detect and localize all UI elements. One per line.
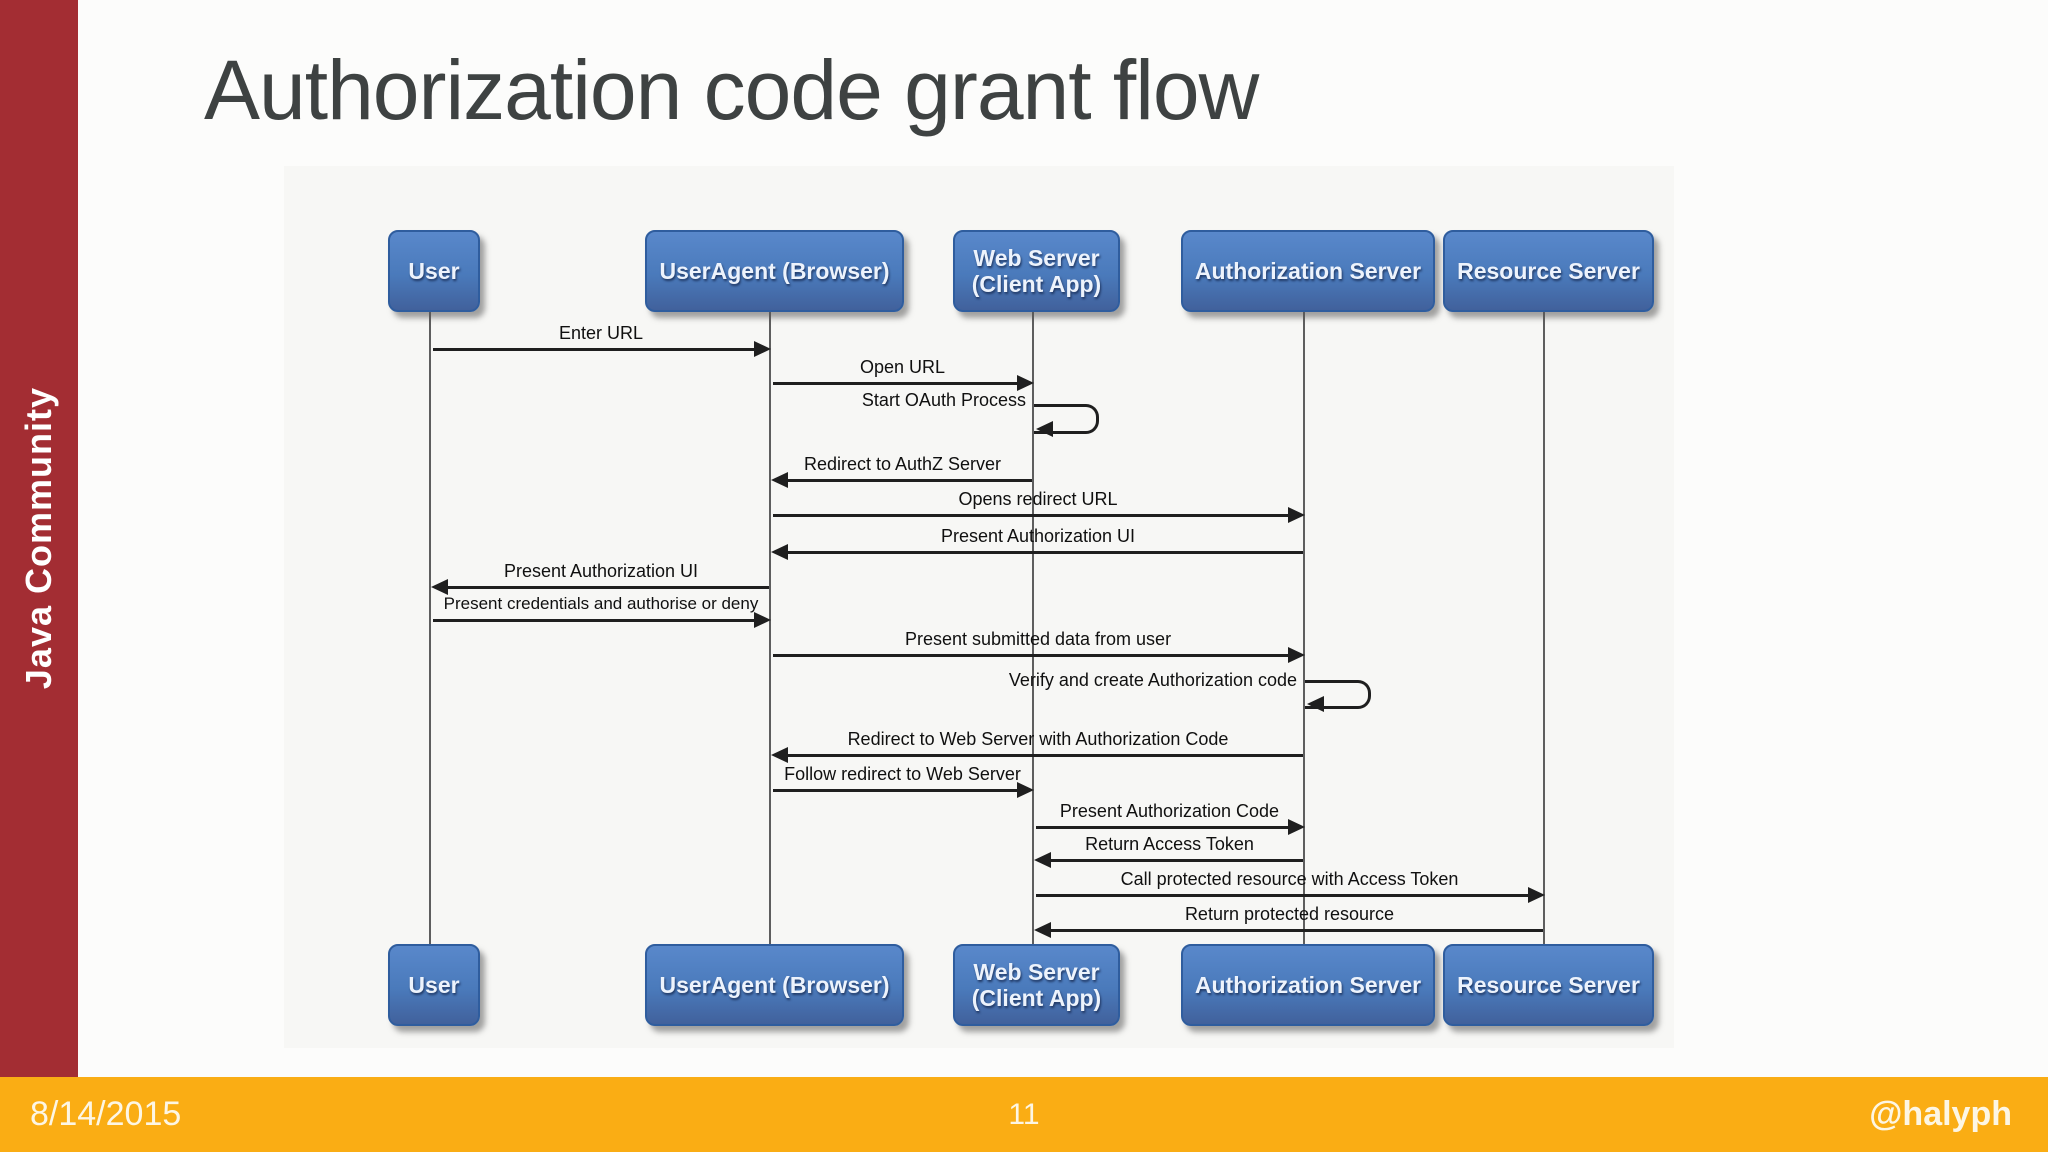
actor-webserver-top: Web Server (Client App) <box>953 230 1120 312</box>
arrowhead-left-icon <box>771 544 788 560</box>
message-arrow-present-submitted <box>773 654 1289 657</box>
message-arrow-follow-redirect <box>773 789 1018 792</box>
self-loop-authserver <box>1305 680 1371 709</box>
arrowhead-left-icon <box>1034 852 1051 868</box>
arrowhead-right-icon <box>1017 375 1034 391</box>
actor-authserver-top: Authorization Server <box>1181 230 1435 312</box>
lifeline-resourceserver <box>1543 312 1545 944</box>
message-arrow-open-url <box>773 382 1018 385</box>
message-arrow-present-credentials <box>433 619 755 622</box>
arrowhead-left-icon <box>431 579 448 595</box>
message-label-return-protected: Return protected resource <box>1184 904 1395 924</box>
actor-resourceserver-bottom: Resource Server <box>1443 944 1654 1026</box>
message-label-opens-redirect: Opens redirect URL <box>958 489 1118 509</box>
message-label-verify-create: Verify and create Authorization code <box>1008 670 1297 690</box>
actor-user-bottom: User <box>388 944 480 1026</box>
lifeline-authserver <box>1303 312 1305 944</box>
message-label-redirect-authz: Redirect to AuthZ Server <box>803 454 1002 474</box>
message-label-follow-redirect: Follow redirect to Web Server <box>784 764 1021 784</box>
actor-webserver-bottom: Web Server (Client App) <box>953 944 1120 1026</box>
message-arrow-present-auth-code <box>1036 826 1289 829</box>
message-arrow-return-protected <box>1050 929 1543 932</box>
message-label-present-submitted: Present submitted data from user <box>904 629 1172 649</box>
footer-date: 8/14/2015 <box>30 1095 182 1133</box>
lifeline-webserver <box>1032 312 1034 944</box>
message-label-start-oauth: Start OAuth Process <box>861 390 1026 410</box>
actor-useragent-bottom: UserAgent (Browser) <box>645 944 904 1026</box>
message-label-redirect-webserver: Redirect to Web Server with Authorizatio… <box>847 729 1229 749</box>
arrowhead-right-icon <box>1017 782 1034 798</box>
actor-authserver-bottom: Authorization Server <box>1181 944 1435 1026</box>
message-arrow-redirect-authz <box>787 479 1032 482</box>
self-loop-webserver <box>1034 404 1099 434</box>
message-label-present-credentials: Present credentials and authorise or den… <box>443 594 759 613</box>
message-arrow-redirect-webserver <box>787 754 1303 757</box>
arrowhead-left-icon <box>1034 922 1051 938</box>
message-arrow-present-auth-ui <box>787 551 1303 554</box>
arrowhead-right-icon <box>1528 887 1545 903</box>
lifeline-user <box>429 312 431 944</box>
arrowhead-right-icon <box>1288 507 1305 523</box>
message-arrow-return-token <box>1050 859 1303 862</box>
actor-useragent-top: UserAgent (Browser) <box>645 230 904 312</box>
message-label-present-auth-ui: Present Authorization UI <box>940 526 1136 546</box>
arrowhead-left-icon <box>771 472 788 488</box>
message-label-enter-url: Enter URL <box>558 323 644 343</box>
arrowhead-right-icon <box>1288 647 1305 663</box>
lifeline-useragent <box>769 312 771 944</box>
message-label-call-protected: Call protected resource with Access Toke… <box>1120 869 1459 889</box>
message-arrow-enter-url <box>433 348 755 351</box>
footer-bar: 8/14/2015 11 @halyph <box>0 1077 2048 1152</box>
message-arrow-call-protected <box>1036 894 1529 897</box>
sequence-diagram-panel <box>284 166 1674 1048</box>
message-arrow-present-auth-ui-user <box>447 586 769 589</box>
actor-user-top: User <box>388 230 480 312</box>
sidebar-accent-bar: Java Community <box>0 0 78 1077</box>
arrowhead-right-icon <box>754 612 771 628</box>
message-label-present-auth-code: Present Authorization Code <box>1059 801 1280 821</box>
arrowhead-right-icon <box>1288 819 1305 835</box>
message-label-return-token: Return Access Token <box>1085 834 1254 854</box>
arrowhead-left-icon <box>1307 696 1324 712</box>
slide-title: Authorization code grant flow <box>204 43 1259 137</box>
actor-resourceserver-top: Resource Server <box>1443 230 1654 312</box>
arrowhead-left-icon <box>771 747 788 763</box>
footer-page-number: 11 <box>1008 1097 1040 1131</box>
message-label-open-url: Open URL <box>859 357 946 377</box>
message-label-present-auth-ui-user: Present Authorization UI <box>503 561 699 581</box>
arrowhead-left-icon <box>1036 421 1053 437</box>
arrowhead-right-icon <box>754 341 771 357</box>
sidebar-community-label: Java Community <box>18 387 59 690</box>
footer-handle: @halyph <box>1869 1095 2012 1133</box>
message-arrow-opens-redirect <box>773 514 1289 517</box>
